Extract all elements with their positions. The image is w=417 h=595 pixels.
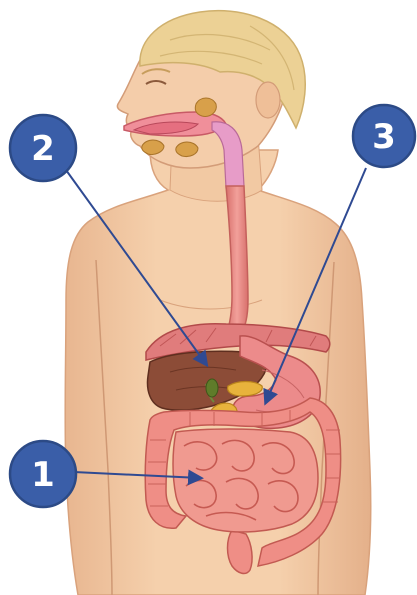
pointer-line-1	[74, 472, 200, 478]
marker-3-label: 3	[372, 117, 396, 157]
marker-2-label: 2	[31, 129, 55, 169]
marker-1-label: 1	[31, 455, 55, 495]
marker-2: 2	[10, 115, 76, 181]
pointer-line-2	[66, 170, 206, 364]
marker-1: 1	[10, 441, 76, 507]
marker-3: 3	[353, 105, 415, 167]
pointer-line-3	[266, 168, 366, 402]
